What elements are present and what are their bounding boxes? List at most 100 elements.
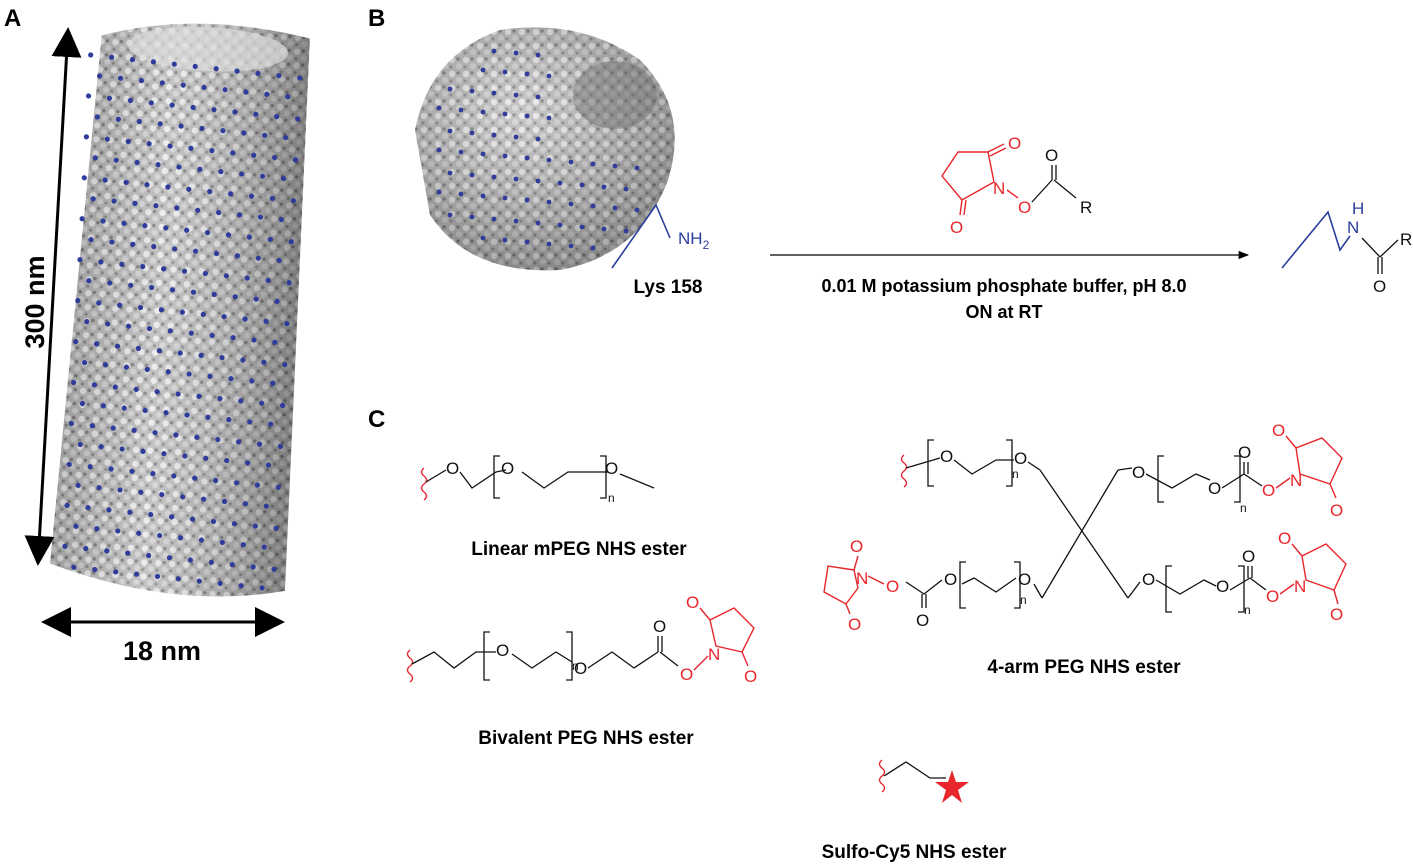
lysine-site-dot [156, 348, 162, 354]
lysine-site-dot [159, 80, 165, 86]
lysine-site-dot [171, 473, 177, 479]
svg-text:O: O [1045, 146, 1058, 165]
lysine-site-dot [247, 419, 253, 425]
svg-text:n: n [572, 659, 579, 673]
lysine-site-dot [259, 400, 265, 406]
lysine-site-dot [85, 93, 92, 99]
lysine-site-dot [129, 56, 136, 63]
lysine-site-dot [480, 235, 486, 241]
lysine-site-dot [110, 425, 116, 431]
lysine-site-dot [175, 576, 182, 582]
lysine-site-dot [239, 171, 245, 177]
lysine-site-dot [612, 163, 618, 169]
lysine-site-dot [217, 396, 223, 402]
sulfo-cy5-label: Sulfo-Cy5 NHS ester [822, 842, 1007, 863]
lysine-site-dot [133, 571, 140, 577]
lysine-site-dot [244, 275, 250, 281]
lysine-site-dot [136, 118, 142, 125]
lysine-site-dot [138, 77, 145, 84]
lysine-site-dot [546, 115, 552, 121]
lysine-site-dot [249, 378, 255, 384]
lysine-site-dot [243, 89, 249, 95]
lysine-site-dot [469, 130, 475, 136]
lysine-site-dot [158, 307, 165, 313]
fluorophore-star-icon [935, 770, 969, 803]
svg-text:O: O [574, 659, 587, 678]
lysine-site-dot [145, 552, 152, 559]
lysine-site-dot [150, 471, 156, 477]
svg-text:n: n [1244, 603, 1251, 617]
fourarm-peg-label: 4-arm PEG NHS ester [987, 657, 1181, 678]
lysine-site-dot [165, 184, 171, 190]
lysine-site-dot [236, 212, 243, 218]
lysine-site-dot [179, 309, 185, 315]
lysine-site-dot [546, 241, 552, 247]
lysine-site-dot [251, 337, 257, 343]
lysine-site-dot [92, 567, 98, 573]
lysine-site-dot [447, 212, 453, 218]
lysine-site-dot [623, 186, 629, 192]
lysine-site-dot [107, 280, 113, 286]
lysine-site-dot [182, 453, 188, 459]
lysine-site-dot [166, 555, 173, 561]
lysine-site-dot [228, 191, 234, 197]
lysine-site-dot [184, 412, 190, 418]
svg-text:O: O [446, 459, 459, 478]
lysine-site-dot [275, 484, 281, 491]
lysine-site-dot [144, 182, 150, 188]
lysine-site-dot [213, 66, 219, 72]
lysine-site-dot [223, 273, 229, 279]
lysine-site-dot [222, 87, 228, 93]
lysine-site-dot [96, 300, 102, 306]
svg-text:O: O [496, 641, 509, 660]
svg-text:O: O [944, 570, 957, 589]
lysine-site-dot [71, 564, 77, 570]
lysine-site-dot [142, 407, 148, 414]
tmv-rod [50, 23, 310, 597]
svg-text:n: n [608, 491, 615, 505]
lysine-site-dot [211, 291, 217, 298]
lysine-site-dot [546, 157, 552, 163]
lysine-site-dot [108, 466, 114, 472]
svg-text:O: O [1330, 605, 1343, 624]
lysine-site-dot [169, 514, 175, 520]
lysine-site-dot [234, 68, 240, 74]
lysine-site-dot [535, 136, 541, 142]
lysine-site-dot [244, 460, 251, 466]
lysine-site-dot [240, 542, 246, 548]
lysine-site-dot [186, 186, 192, 192]
lysine-site-dot [140, 264, 146, 270]
lysine-site-dot [535, 94, 541, 100]
lysine-site-dot [480, 109, 486, 115]
lysine-site-dot [280, 175, 287, 182]
lysine-site-dot [121, 405, 127, 411]
lysine-site-dot [253, 111, 259, 117]
lysine-site-dot [109, 239, 115, 245]
lysine-site-dot [102, 362, 109, 368]
lysine-site-dot [137, 304, 144, 311]
lysine-site-dot [579, 182, 585, 188]
lysine-site-dot [163, 410, 169, 416]
lysine-site-dot [265, 462, 272, 468]
lysine-site-dot [163, 225, 169, 231]
lysine-site-dot [134, 159, 140, 166]
lysine-site-dot [169, 287, 176, 293]
lysine-site-dot [83, 134, 90, 140]
lysine-site-dot [269, 195, 276, 202]
lysine-site-dot [154, 573, 161, 580]
svg-text:O: O [1238, 443, 1251, 462]
svg-text:O: O [1262, 481, 1275, 500]
svg-text:O: O [653, 617, 666, 636]
lysine-site-dot [202, 270, 209, 277]
lysine-site-dot [546, 73, 552, 79]
lysine-site-dot [201, 84, 207, 91]
amide-product: N H R O [1281, 199, 1412, 296]
svg-text:O: O [1242, 547, 1255, 566]
lysine-site-dot [601, 184, 607, 190]
lysine-site-dot [272, 339, 278, 345]
lysine-site-dot [123, 364, 130, 370]
lysine-site-dot [130, 241, 136, 247]
lysine-site-dot [115, 528, 121, 534]
svg-text:O: O [1266, 587, 1279, 606]
lysine-site-dot [236, 439, 242, 445]
